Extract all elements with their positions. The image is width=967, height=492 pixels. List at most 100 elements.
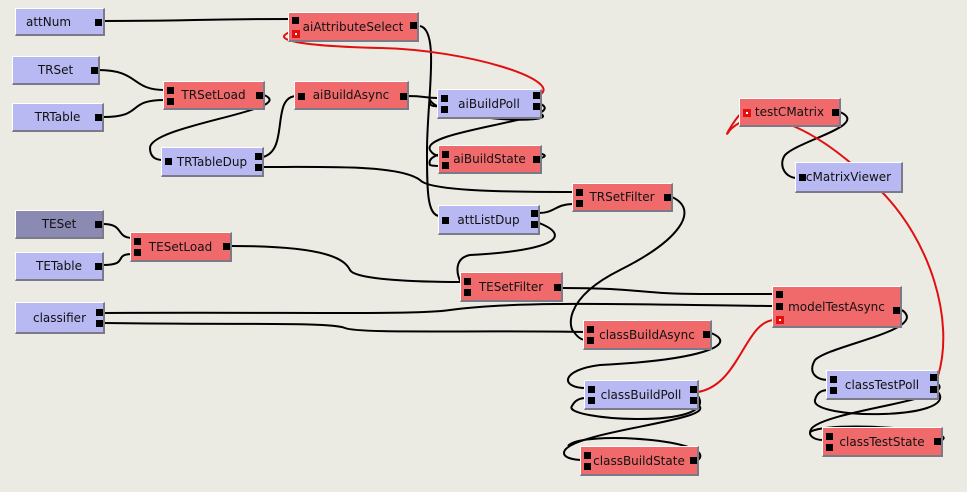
node-tesetfilter[interactable]: TESetFilter <box>460 272 563 302</box>
input-port[interactable] <box>464 278 471 285</box>
output-port[interactable] <box>95 114 102 121</box>
input-port[interactable] <box>442 162 449 169</box>
node-classteststate[interactable]: classTestState <box>822 427 943 457</box>
output-port[interactable] <box>410 22 417 29</box>
node-aibuildstate[interactable]: aiBuildState <box>438 145 542 174</box>
node-testcmatrix[interactable]: testCMatrix <box>739 98 841 127</box>
node-attnum[interactable]: attNum <box>15 8 105 36</box>
output-port[interactable] <box>95 221 102 228</box>
wire-attlistdup-to-tesetfilter <box>456 222 556 286</box>
node-trsetload[interactable]: TRSetLoad <box>163 81 265 110</box>
node-classbuildstate[interactable]: classBuildState <box>580 446 699 476</box>
input-port[interactable] <box>588 386 595 393</box>
node-label: attListDup <box>457 212 520 227</box>
node-classbuildasync[interactable]: classBuildAsync <box>583 320 712 350</box>
output-port[interactable] <box>95 19 102 26</box>
output-port[interactable] <box>95 263 102 270</box>
node-label: aiBuildState <box>453 152 526 166</box>
node-teset[interactable]: TESet <box>15 210 104 239</box>
node-label: classBuildState <box>593 453 685 468</box>
node-aibuildasync[interactable]: aiBuildAsync <box>294 81 409 110</box>
output-port[interactable] <box>256 92 263 99</box>
output-port[interactable] <box>96 309 103 316</box>
node-trtabledup[interactable]: TRTableDup <box>161 147 264 177</box>
output-port[interactable] <box>893 307 900 314</box>
node-cmatrixviewer[interactable]: cMatrixViewer <box>795 162 903 193</box>
node-classifier[interactable]: classifier <box>15 302 105 334</box>
input-port[interactable] <box>826 444 833 451</box>
node-aiattributeselect[interactable]: aiAttributeSelect <box>288 12 419 42</box>
output-port[interactable] <box>531 221 538 228</box>
node-classtestpoll[interactable]: classTestPoll <box>826 370 939 400</box>
input-port[interactable] <box>292 17 299 24</box>
node-label: TETable <box>36 259 82 273</box>
input-port[interactable] <box>576 200 583 207</box>
input-port[interactable] <box>441 106 448 113</box>
input-port[interactable] <box>165 158 172 165</box>
output-port[interactable] <box>223 243 230 250</box>
node-attlistdup[interactable]: attListDup <box>438 205 540 235</box>
node-label: TESet <box>41 217 77 231</box>
input-port[interactable] <box>442 151 449 158</box>
input-port[interactable] <box>576 189 583 196</box>
output-port[interactable] <box>690 397 697 404</box>
output-port[interactable] <box>930 374 937 381</box>
node-tesetload[interactable]: TESetLoad <box>130 232 232 262</box>
input-port[interactable] <box>587 337 594 344</box>
control-input-port[interactable] <box>292 30 300 38</box>
output-port[interactable] <box>531 210 538 217</box>
node-trset[interactable]: TRSet <box>12 56 100 85</box>
input-port[interactable] <box>298 93 305 100</box>
input-port[interactable] <box>167 87 174 94</box>
node-label: classBuildAsync <box>599 327 695 342</box>
output-port[interactable] <box>930 386 937 393</box>
output-port[interactable] <box>554 284 561 291</box>
output-port[interactable] <box>533 92 540 99</box>
input-port[interactable] <box>441 95 448 102</box>
output-port[interactable] <box>400 93 407 100</box>
control-wire-classtestpoll-to-testcmatrix <box>726 111 945 377</box>
node-label: aiBuildAsync <box>312 88 390 102</box>
input-port[interactable] <box>584 463 591 470</box>
output-port[interactable] <box>255 153 262 160</box>
node-classbuildpoll[interactable]: classBuildPoll <box>584 380 699 410</box>
input-port[interactable] <box>776 303 783 310</box>
input-port[interactable] <box>588 397 595 404</box>
input-port[interactable] <box>826 433 833 440</box>
input-port[interactable] <box>464 289 471 296</box>
node-aibuildpoll[interactable]: aiBuildPoll <box>437 89 542 119</box>
node-label: attNum <box>26 14 72 29</box>
node-trtable[interactable]: TRTable <box>12 103 104 132</box>
output-port[interactable] <box>96 320 103 327</box>
input-port[interactable] <box>442 217 449 224</box>
input-port[interactable] <box>134 238 141 245</box>
input-port[interactable] <box>167 98 174 105</box>
output-port[interactable] <box>690 386 697 393</box>
input-port[interactable] <box>799 174 806 181</box>
input-port[interactable] <box>587 326 594 333</box>
wire-trset-to-trsetload <box>97 69 166 91</box>
input-port[interactable] <box>584 452 591 459</box>
node-label: aiAttributeSelect <box>302 19 404 34</box>
output-port[interactable] <box>533 103 540 110</box>
wire-classbuildasync-to-classbuildpoll <box>567 332 722 389</box>
node-trsetfilter[interactable]: TRSetFilter <box>572 183 673 212</box>
output-port[interactable] <box>934 438 941 445</box>
input-port[interactable] <box>776 291 783 298</box>
control-input-port[interactable] <box>743 109 751 117</box>
input-port[interactable] <box>830 376 837 383</box>
output-port[interactable] <box>533 156 540 163</box>
output-port[interactable] <box>832 109 839 116</box>
output-port[interactable] <box>690 457 697 464</box>
node-tetable[interactable]: TETable <box>15 252 104 281</box>
node-modeltestasync[interactable]: modelTestAsync <box>772 286 902 328</box>
output-port[interactable] <box>91 67 98 74</box>
output-port[interactable] <box>664 194 671 201</box>
node-label: TRTable <box>34 110 81 124</box>
input-port[interactable] <box>134 249 141 256</box>
control-input-port[interactable] <box>776 316 784 324</box>
input-port[interactable] <box>830 387 837 394</box>
output-port[interactable] <box>703 331 710 338</box>
output-port[interactable] <box>255 164 262 171</box>
